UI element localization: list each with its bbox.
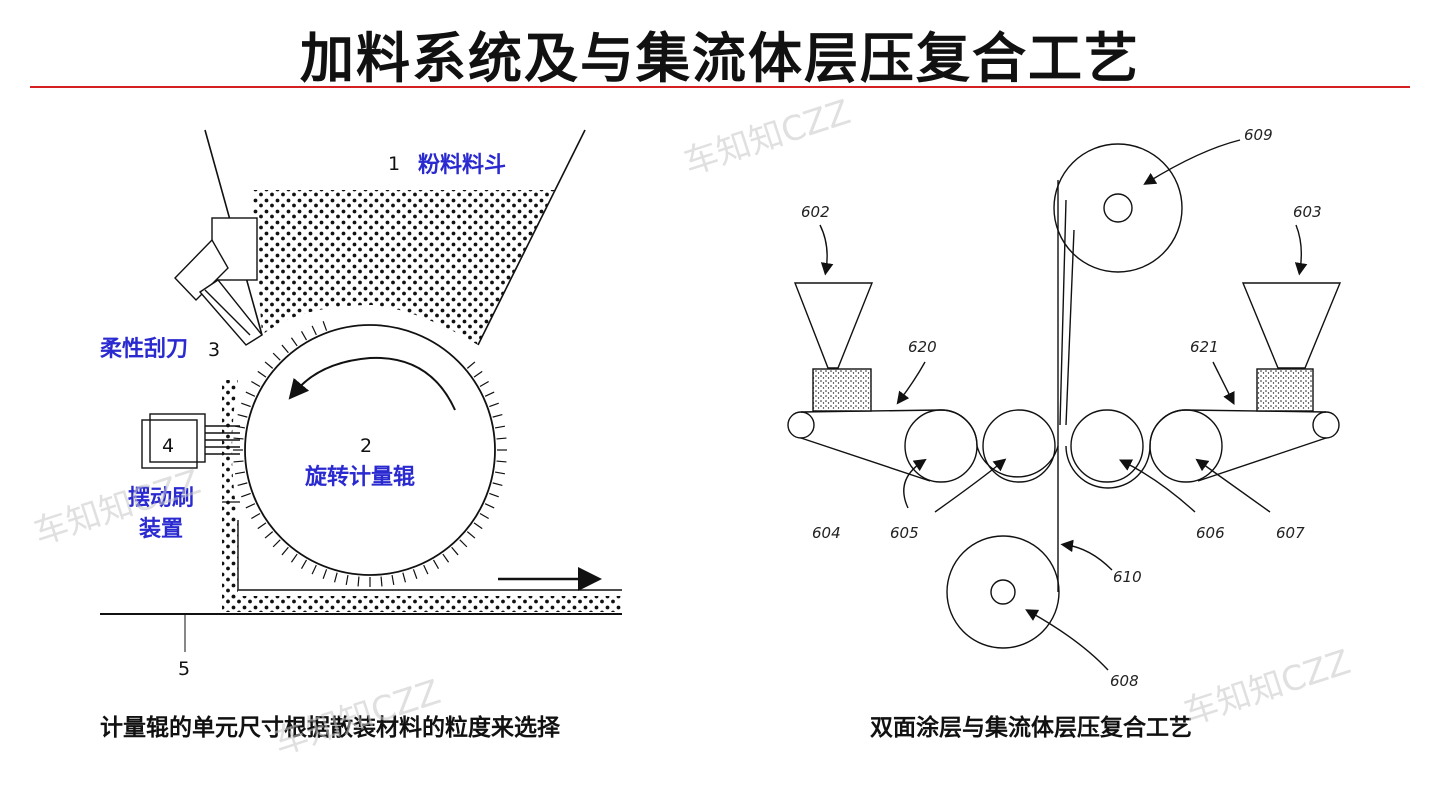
label-602: 602	[801, 203, 830, 221]
base-number: 5	[178, 658, 190, 680]
blade-label: 柔性刮刀	[100, 336, 188, 362]
powder-layer	[222, 380, 238, 600]
blade-mechanism	[174, 217, 264, 346]
powder-fill	[252, 190, 555, 345]
label-620: 620	[908, 338, 937, 356]
hopper-602	[793, 282, 874, 369]
hopper-label: 粉料料斗	[418, 153, 506, 178]
idler-right	[1312, 411, 1340, 439]
feeder-box-left	[812, 368, 872, 412]
left-caption: 计量辊的单元尺寸根据散装材料的粒度来选择	[100, 715, 560, 741]
roll-608	[946, 535, 1060, 649]
brush-housing	[141, 419, 198, 469]
metering-roller-diagram: 1 粉料料斗 柔性刮刀 3 4 摆动刷 装置 2 旋转计量辊 5	[100, 129, 622, 680]
hopper-number: 1	[388, 153, 400, 175]
page-title: 加料系统及与集流体层压复合工艺	[300, 27, 1140, 90]
label-604: 604	[812, 524, 841, 542]
roller-606	[1070, 409, 1144, 483]
roller-label: 旋转计量辊	[305, 464, 415, 490]
hopper-right-wall	[477, 129, 586, 346]
idler-left	[787, 411, 815, 439]
brush-label-line2: 装置	[139, 517, 183, 542]
feeder-box-right	[1256, 368, 1314, 412]
brush-bristles	[205, 425, 240, 455]
label-606: 606	[1196, 524, 1225, 542]
title-divider	[30, 86, 1410, 88]
label-607: 607	[1276, 524, 1305, 542]
roller-number: 2	[360, 435, 372, 457]
blade-number: 3	[208, 339, 220, 361]
label-621: 621	[1190, 338, 1219, 356]
powder-stream	[222, 596, 622, 612]
label-603: 603	[1293, 203, 1322, 221]
roller-605	[982, 409, 1056, 483]
label-608: 608	[1110, 672, 1139, 690]
brush-number: 4	[162, 435, 174, 457]
label-609: 609	[1244, 126, 1273, 144]
brush-label-line1: 摆动刷	[128, 486, 194, 511]
right-caption: 双面涂层与集流体层压复合工艺	[870, 715, 1192, 741]
lamination-diagram: 609 602 603 620 621 604 605 606 607 610 …	[787, 126, 1342, 690]
hopper-603	[1241, 282, 1342, 369]
roller-teeth	[233, 321, 507, 587]
label-605: 605	[890, 524, 919, 542]
rotation-arrow	[288, 356, 456, 411]
label-610: 610	[1113, 568, 1142, 586]
